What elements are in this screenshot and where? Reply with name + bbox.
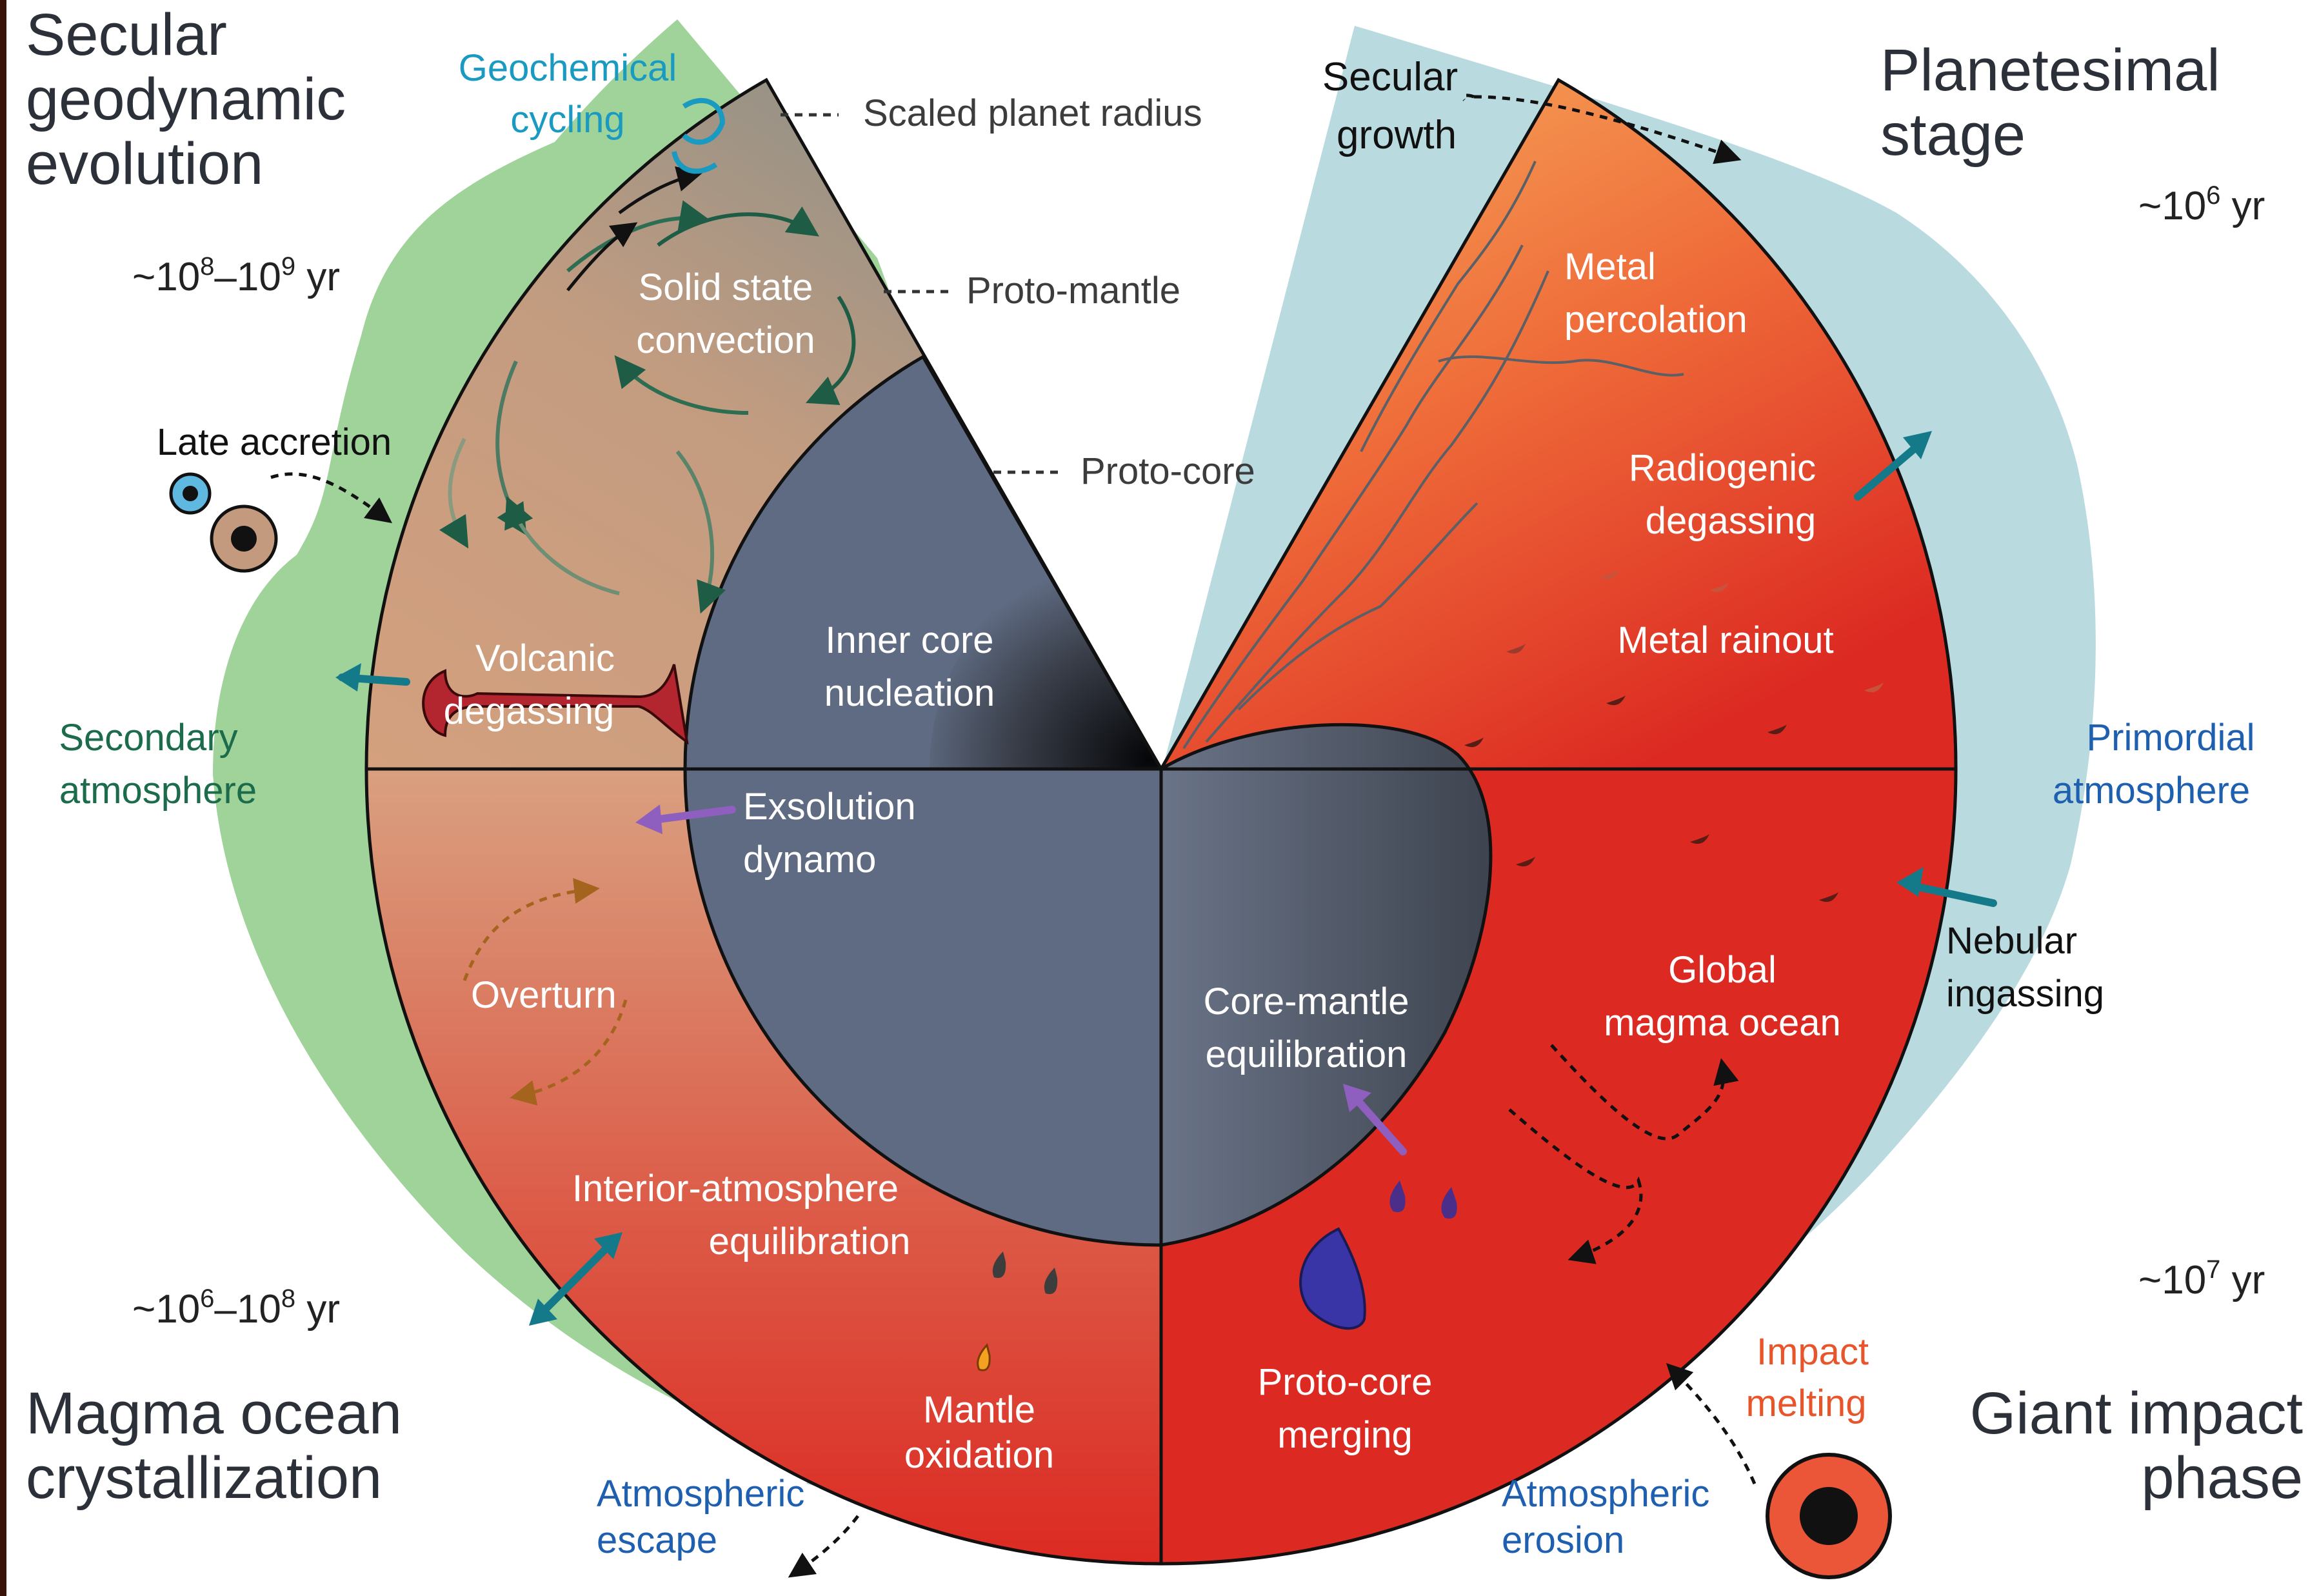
percolation-veins [1182, 161, 1684, 750]
dashed-arrows [270, 94, 1757, 1578]
sinking-metal-blob [1299, 1227, 1366, 1330]
metal-diapir-droplets [1389, 1181, 1457, 1219]
geochemical-cycling-arrows [566, 166, 703, 292]
label-late-accretion: Late accretion [157, 421, 392, 463]
planetesimal-wedge [1158, 77, 1958, 771]
callout-scaled-planet-radius: Scaled planet radius [863, 92, 1202, 134]
timescale-top-right: ~106 yr [2138, 181, 2265, 228]
callout-proto-core: Proto-core [1080, 450, 1255, 492]
exchange-arrows [335, 431, 1997, 1326]
timescale-bottom-right: ~107 yr [2138, 1255, 2265, 1302]
merging-core-blob [1159, 723, 1493, 1247]
convection-arrows [439, 200, 856, 614]
timescale-top-left: ~108–109 yr [132, 252, 340, 299]
late-accretion-impactors [169, 472, 278, 573]
inner-core [929, 568, 1161, 769]
timescale-bottom-left: ~106–108 yr [132, 1284, 340, 1332]
core-wedge-edge [921, 355, 1163, 770]
metal-droplets [1464, 570, 1884, 903]
backdrop-edge [0, 0, 6, 1596]
mantle-oxidation-droplets [977, 1252, 1058, 1372]
giant-impactor [1766, 1453, 1892, 1579]
overturn-arrows [463, 878, 628, 1106]
proto-core-bottom-left [683, 767, 1163, 1247]
label-overturn: Overturn [471, 974, 617, 1016]
volcanic-conduit [422, 664, 689, 745]
geochemical-cycling-icon [672, 97, 726, 174]
callout-proto-mantle: Proto-mantle [966, 270, 1180, 312]
label-metal-rainout: Metal rainout [1617, 619, 1833, 661]
